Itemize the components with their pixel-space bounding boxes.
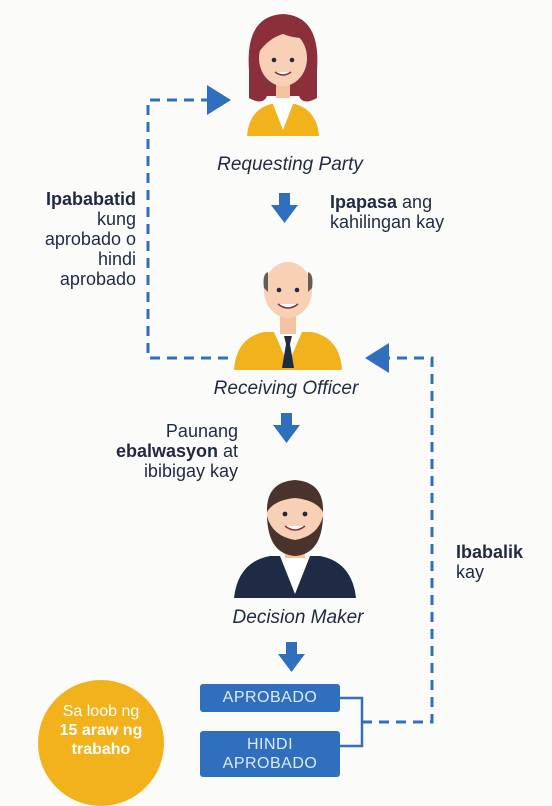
outcome-hindi-line1: HINDI (246, 736, 294, 753)
badge-line1: Sa loob ng (62, 702, 140, 720)
note-ipapasa: Ipapasa ang kahilingan kay (330, 192, 510, 232)
note-paunang-bold: ebalwasyon (115, 441, 218, 461)
note-ibabalik-line2: kay (456, 562, 485, 582)
dashed-return-right (362, 343, 434, 724)
dashed-feedback-left (146, 85, 231, 360)
receiving-officer-avatar (234, 262, 342, 370)
note-ipababatid-line4: hindi (97, 249, 136, 269)
note-ipababatid-line5: aprobado (59, 269, 136, 289)
note-paunang-line1: Paunang (165, 421, 238, 441)
badge-line2: 15 araw ng (59, 721, 143, 739)
note-ipababatid: Ipababatid kung aprobado o hindi aprobad… (10, 189, 136, 289)
note-ipababatid-line3: aprobado o (44, 229, 136, 249)
note-paunang-line3: ibibigay kay (143, 461, 238, 481)
role-decision-maker: Decision Maker (232, 607, 364, 628)
outcome-hindi-line2: APROBADO (222, 755, 318, 772)
down-arrow-2-icon (273, 413, 300, 443)
note-ipababatid-line2: kung (96, 209, 136, 229)
role-requesting-party: Requesting Party (217, 154, 363, 175)
note-ibabalik-bold: Ibabalik (456, 542, 524, 562)
outcome-hindi-aprobado: HINDI APROBADO (200, 731, 340, 777)
outcome-bracket (340, 696, 364, 748)
note-ipapasa-rest2: kahilingan kay (330, 212, 445, 232)
role-receiving-officer: Receiving Officer (213, 378, 359, 399)
note-paunang: Paunang ebalwasyon at ibibigay kay (60, 421, 238, 481)
decision-maker-avatar (234, 480, 356, 598)
note-ipapasa-bold: Ipapasa (330, 192, 398, 212)
badge-line3: trabaho (71, 740, 131, 758)
outcome-aprobado: APROBADO (200, 684, 340, 712)
down-arrow-3-icon (278, 642, 305, 672)
flow-connectors (146, 85, 434, 748)
down-arrow-1-icon (271, 193, 298, 223)
note-paunang-rest: at (217, 441, 238, 461)
note-ipapasa-rest1: ang (397, 192, 433, 212)
requesting-party-avatar (247, 14, 319, 136)
note-ibabalik: Ibabalik kay (456, 542, 546, 582)
note-ipababatid-bold: Ipababatid (45, 189, 136, 209)
outcome-aprobado-label: APROBADO (222, 689, 318, 706)
timeframe-badge: Sa loob ng 15 araw ng trabaho (38, 680, 164, 806)
